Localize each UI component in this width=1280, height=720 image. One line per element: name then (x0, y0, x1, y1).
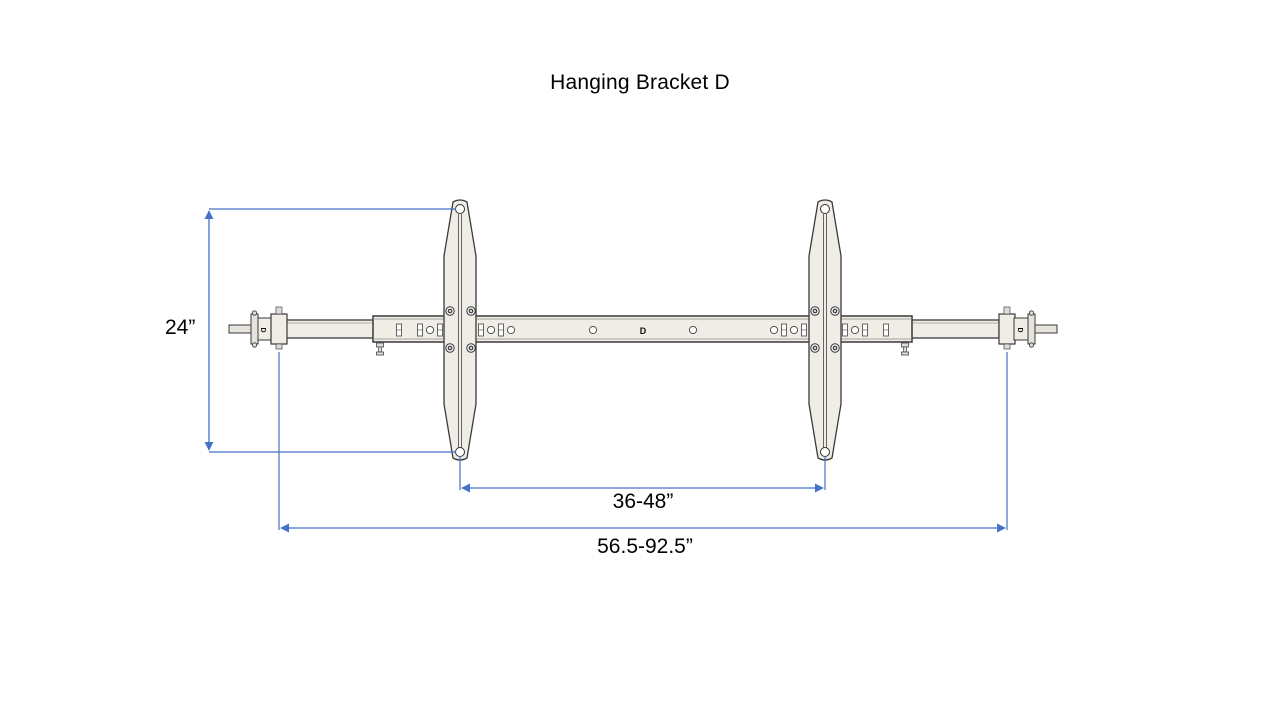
inner-span-dimension-label: 36-48” (612, 490, 674, 513)
part-marking-center: D (640, 326, 647, 336)
part-marking-right: D (1016, 327, 1023, 332)
right-beam-knob-icon (901, 342, 909, 356)
left-hanger-plate (443, 199, 477, 461)
left-extension-tube (285, 319, 375, 339)
outer-span-dimension-label: 56.5-92.5” (597, 535, 693, 558)
dimension-outer-span (278, 352, 1008, 533)
right-extension-tube (910, 319, 1000, 339)
left-end-clamp: D (228, 306, 288, 350)
dimension-height (204, 208, 456, 453)
height-dimension-label: 24” (165, 316, 196, 339)
right-end-clamp: D (998, 306, 1058, 350)
left-beam-knob-icon (376, 342, 384, 356)
right-hanger-plate (808, 199, 842, 461)
dimension-inner-span (459, 456, 826, 493)
part-marking-left: D (259, 327, 266, 332)
diagram-title: Hanging Bracket D (550, 71, 730, 94)
